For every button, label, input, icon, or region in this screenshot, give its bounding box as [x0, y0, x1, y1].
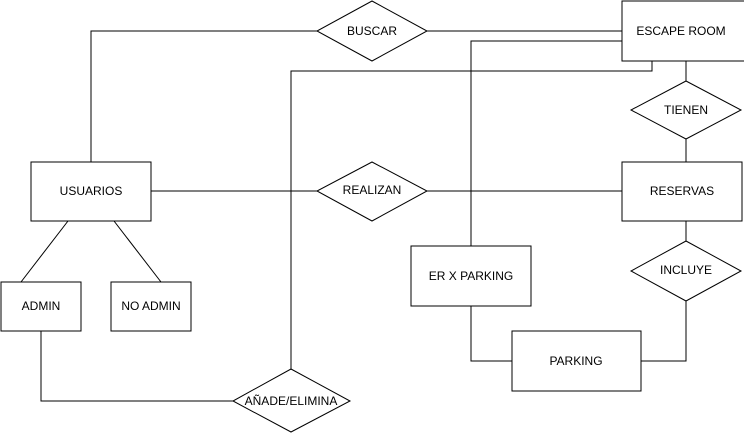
entity-admin-label: ADMIN: [22, 299, 61, 313]
relation-buscar[interactable]: BUSCAR: [315, 0, 429, 62]
relation-realizan[interactable]: REALIZAN: [315, 161, 429, 222]
relation-incluye[interactable]: INCLUYE: [629, 240, 743, 302]
entity-er-x-parking-label: ER X PARKING: [429, 269, 513, 283]
edge-anade-elimina-escape-room: [290, 61, 653, 369]
edge-er-x-parking-parking: [470, 306, 512, 362]
entity-escape-room[interactable]: ESCAPE ROOM: [621, 0, 744, 62]
entity-no-admin[interactable]: NO ADMIN: [110, 281, 192, 332]
entity-no-admin-label: NO ADMIN: [121, 299, 180, 313]
edge-admin-anade-elimina: [40, 331, 234, 402]
relation-anade-elimina-label: AÑADE/ELIMINA: [245, 394, 338, 408]
entity-reservas-label: RESERVAS: [650, 184, 714, 198]
edge-usuarios-buscar: [90, 30, 317, 162]
relation-tienen-label: TIENEN: [664, 103, 708, 117]
edge-er-x-parking-escape-room: [470, 40, 622, 246]
relation-tienen[interactable]: TIENEN: [629, 80, 743, 140]
entity-usuarios[interactable]: USUARIOS: [30, 161, 152, 222]
relation-realizan-label: REALIZAN: [343, 183, 402, 197]
entity-admin[interactable]: ADMIN: [0, 281, 82, 332]
connectors: [20, 30, 687, 402]
edge-usuarios-no-admin: [113, 220, 162, 283]
relation-anade-elimina[interactable]: AÑADE/ELIMINA: [231, 368, 352, 433]
entity-escape-room-label: ESCAPE ROOM: [636, 24, 725, 38]
entity-er-x-parking[interactable]: ER X PARKING: [410, 245, 532, 307]
edge-usuarios-admin: [20, 220, 69, 283]
relation-incluye-label: INCLUYE: [660, 263, 712, 277]
entity-reservas[interactable]: RESERVAS: [621, 161, 743, 222]
entity-parking-label: PARKING: [549, 354, 602, 368]
relation-buscar-label: BUSCAR: [347, 24, 397, 38]
entity-parking[interactable]: PARKING: [511, 330, 642, 392]
entity-usuarios-label: USUARIOS: [60, 184, 123, 198]
edge-incluye-parking: [641, 301, 687, 362]
